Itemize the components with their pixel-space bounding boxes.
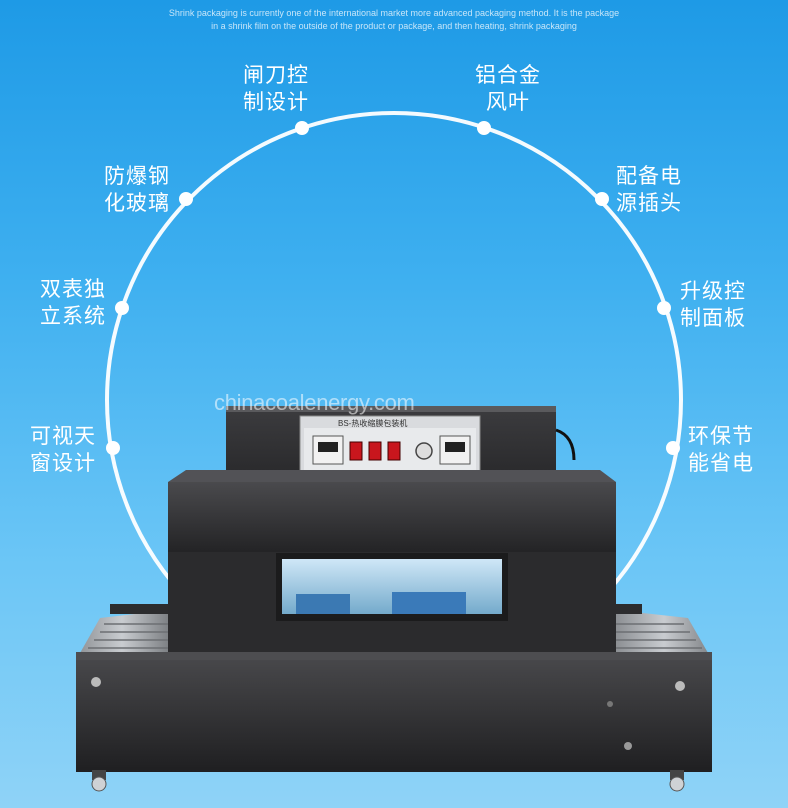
machine-base (76, 652, 712, 792)
feature-skylight-window: 可视天 窗设计 (0, 423, 96, 477)
intro-line-1: Shrink packaging is currently one of the… (168, 8, 620, 18)
feature-line: 能省电 (688, 451, 754, 475)
feature-line: 铝合金 (475, 63, 541, 87)
intro-text: Shrink packaging is currently one of the… (0, 7, 788, 33)
panel-title: BS-热收缩膜包装机 (338, 419, 408, 428)
arc-dot (179, 192, 193, 206)
feature-line: 闸刀控 (243, 63, 309, 87)
feature-guillotine-control: 闸刀控 制设计 (226, 62, 326, 116)
arc-dot (477, 121, 491, 135)
arc-dot (106, 441, 120, 455)
feature-line: 双表独 (40, 277, 106, 301)
feature-line: 源插头 (616, 191, 682, 215)
feature-line: 可视天 (30, 424, 96, 448)
arc-dot (595, 192, 609, 206)
feature-line: 立系统 (40, 304, 106, 328)
intro-line-2: in a shrink film on the outside of the p… (211, 21, 577, 31)
tunnel-body (168, 470, 616, 652)
feature-tempered-glass: 防爆钢 化玻璃 (64, 163, 170, 217)
feature-line: 窗设计 (30, 451, 96, 475)
feature-line: 风叶 (486, 90, 530, 114)
feature-line: 升级控 (680, 279, 746, 303)
feature-dual-meter: 双表独 立系统 (0, 276, 106, 330)
watermark: chinacoalenergy.com (214, 390, 415, 415)
feature-upgraded-panel: 升级控 制面板 (680, 278, 786, 332)
feature-line: 化玻璃 (104, 191, 170, 215)
feature-line: 制设计 (243, 90, 309, 114)
feature-energy-saving: 环保节 能省电 (688, 423, 788, 477)
feature-line: 防爆钢 (104, 164, 170, 188)
feature-line: 制面板 (680, 306, 746, 330)
arc-dot (115, 301, 129, 315)
feature-power-plug: 配备电 源插头 (616, 163, 722, 217)
conveyor (76, 604, 712, 660)
feature-line: 配备电 (616, 164, 682, 188)
arc-dot (666, 441, 680, 455)
feature-line: 环保节 (688, 424, 754, 448)
arc-dot (295, 121, 309, 135)
arc-dot (657, 301, 671, 315)
feature-aluminum-fan: 铝合金 风叶 (458, 62, 558, 116)
